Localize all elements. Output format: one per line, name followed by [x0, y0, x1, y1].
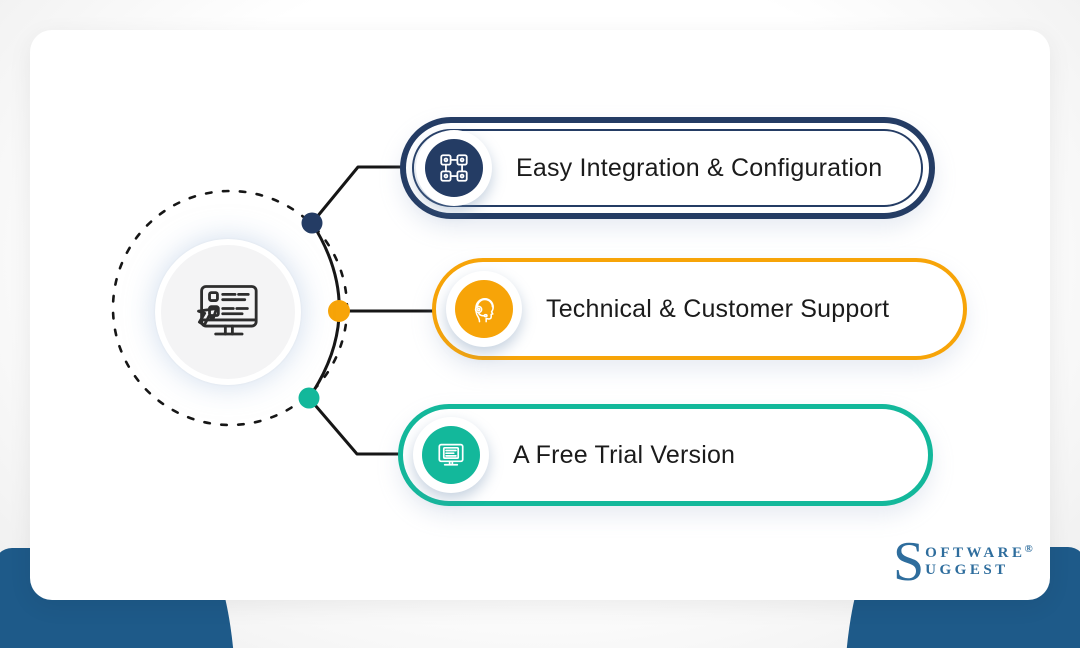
monitor-checklist-icon [197, 285, 258, 336]
feature-pill-technical-support: Technical & Customer Support [432, 258, 967, 360]
feature-icon-badge [416, 130, 492, 206]
feature-icon-badge [446, 271, 522, 347]
feature-label: A Free Trial Version [513, 440, 736, 469]
hub-circle [155, 239, 301, 385]
feature-label: Easy Integration & Configuration [516, 153, 883, 182]
logo-word-oftware: OFTWARE [925, 545, 1026, 561]
feature-label: Technical & Customer Support [546, 294, 890, 323]
logo-big-s: S [893, 531, 925, 593]
registered-mark: ® [1024, 543, 1033, 555]
headset-support-icon [455, 280, 513, 338]
logo-wordmark: OFTWARE ® UGGEST [925, 540, 1034, 579]
feature-icon-badge [413, 417, 489, 493]
logo-word-uggest: UGGEST [925, 562, 1009, 578]
softwaresuggest-logo: S OFTWARE ® UGGEST [893, 531, 1034, 593]
monitor-document-icon [422, 426, 480, 484]
integration-icon [425, 139, 483, 197]
logo-suggest-line: UGGEST [925, 562, 1034, 579]
logo-software-line: OFTWARE ® [925, 543, 1034, 562]
feature-pill-free-trial: A Free Trial Version [398, 404, 933, 506]
feature-pill-easy-integration: Easy Integration & Configuration [400, 117, 935, 219]
